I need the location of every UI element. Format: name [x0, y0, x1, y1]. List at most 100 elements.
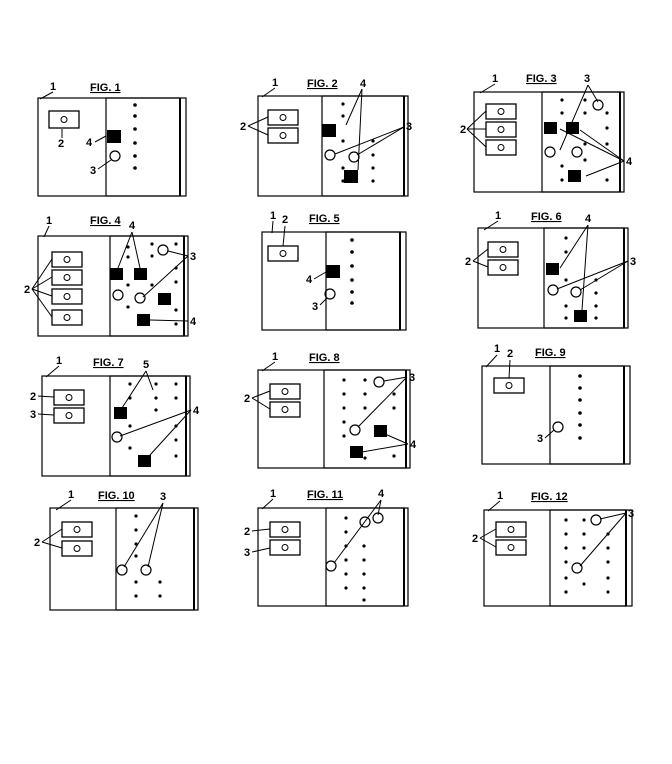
chip-module	[51, 288, 83, 305]
ref-label: 3	[406, 121, 412, 133]
contact-ring	[592, 99, 604, 111]
figure-title: FIG. 2	[307, 78, 338, 90]
chip-module	[51, 309, 83, 326]
contact-ring	[552, 421, 564, 433]
chip-module	[267, 109, 299, 126]
chip-pad	[568, 170, 581, 182]
dot-grid	[128, 382, 178, 458]
chip-pad	[344, 170, 358, 183]
contact-ring	[111, 431, 123, 443]
figure-3: FIG. 3 1 3 2 4	[460, 73, 633, 193]
figure-12: FIG. 12 1 3 2	[472, 490, 634, 607]
figure-title: FIG. 10	[98, 490, 135, 502]
ref-label: 3	[160, 491, 166, 503]
card-body	[257, 95, 409, 197]
dot-grid	[564, 518, 610, 594]
ref-label: 2	[58, 138, 64, 150]
dot-grid	[341, 102, 375, 183]
ref-label: 1	[497, 490, 503, 502]
chip-pad	[137, 314, 150, 326]
chip-pad	[158, 293, 171, 305]
figure-title: FIG. 7	[93, 357, 124, 369]
figure-title: FIG. 11	[307, 489, 343, 501]
chip-pad	[546, 263, 559, 275]
chip-module	[269, 383, 301, 400]
panel	[549, 365, 625, 465]
panel	[325, 231, 401, 331]
ref-label: 5	[143, 359, 149, 371]
chip-module	[267, 127, 299, 144]
chip-pad	[107, 130, 121, 143]
dot-grid	[126, 242, 178, 326]
panel	[325, 507, 405, 607]
chip-module	[267, 245, 299, 262]
chip-pad	[114, 407, 127, 419]
dot-grid	[560, 98, 609, 182]
figure-6: FIG. 6 1 4 2 3	[465, 210, 636, 329]
ref-label: 1	[272, 351, 278, 363]
chip-module	[485, 121, 517, 138]
card-body	[257, 369, 411, 469]
ref-label: 4	[306, 274, 313, 286]
contact-ring	[571, 146, 583, 158]
dot-grid	[344, 516, 366, 602]
contact-ring	[372, 512, 384, 524]
card-body	[473, 91, 625, 193]
chip-module	[53, 389, 85, 406]
chip-module	[495, 521, 527, 538]
figure-title: FIG. 4	[90, 215, 121, 227]
chip-pad	[350, 446, 363, 458]
ref-label: 3	[628, 508, 634, 520]
chip-pad	[326, 265, 340, 278]
ref-label: 1	[50, 81, 56, 93]
figure-11: FIG. 11 1 4 2 3	[244, 488, 409, 607]
chip-module	[487, 259, 519, 276]
ref-label: 1	[272, 77, 278, 89]
chip-pad	[566, 122, 579, 134]
ref-label: 2	[34, 537, 40, 549]
ref-label: 3	[30, 409, 36, 421]
ref-label: 2	[460, 124, 466, 136]
ref-label: 4	[193, 405, 200, 417]
panel	[115, 507, 195, 611]
card-body	[261, 231, 407, 331]
contact-ring	[112, 289, 124, 301]
chip-module	[61, 540, 93, 557]
ref-label: 2	[282, 214, 288, 226]
ref-label: 1	[495, 210, 501, 222]
chip-pad	[138, 455, 151, 467]
contact-ring	[348, 151, 360, 163]
contact-ring	[324, 149, 336, 161]
ref-label: 3	[630, 256, 636, 268]
contact-ring	[547, 284, 559, 296]
panel	[549, 509, 627, 607]
figure-8: FIG. 8 1 3 2 4	[244, 351, 417, 469]
ref-label: 1	[46, 215, 52, 227]
contact-ring	[140, 564, 152, 576]
figure-4: FIG. 4 1 4 2 3 4	[24, 215, 197, 337]
chip-module	[51, 251, 83, 268]
figure-title: FIG. 5	[309, 213, 340, 225]
card-body	[257, 507, 409, 607]
contact-ring	[570, 286, 582, 298]
figure-title: FIG. 3	[526, 73, 557, 85]
figure-7: FIG. 7 1 5 2 3 4	[30, 355, 200, 477]
ref-label: 3	[584, 73, 590, 85]
ref-label: 3	[244, 547, 250, 559]
ref-label: 4	[360, 78, 367, 90]
card-body	[37, 235, 189, 337]
ref-label: 3	[537, 433, 543, 445]
contact-ring	[544, 146, 556, 158]
card-body	[481, 365, 631, 465]
chip-module	[61, 521, 93, 538]
figure-10: FIG. 10 1 3 2	[34, 489, 199, 611]
ref-label: 2	[240, 121, 246, 133]
chip-module	[485, 139, 517, 156]
dot-grid	[134, 514, 162, 598]
ref-label: 2	[465, 256, 471, 268]
figure-title: FIG. 1	[90, 82, 121, 94]
ref-label: 2	[30, 391, 36, 403]
card-body	[477, 227, 629, 329]
ref-label: 4	[190, 316, 197, 328]
contact-ring	[373, 376, 385, 388]
